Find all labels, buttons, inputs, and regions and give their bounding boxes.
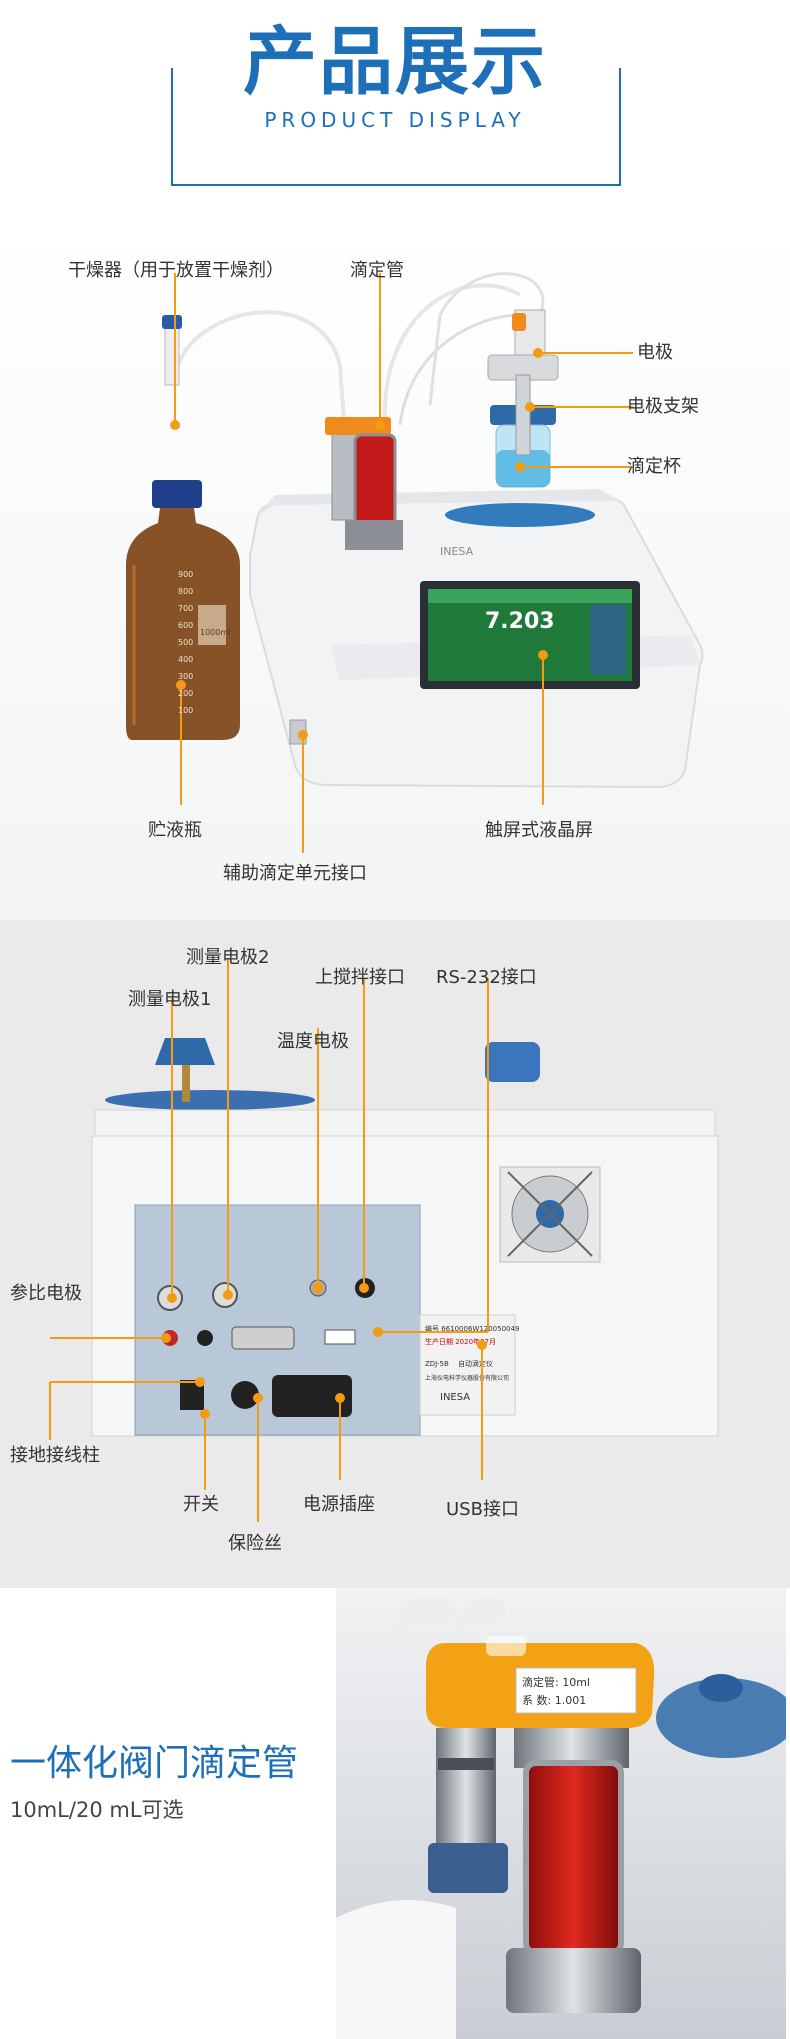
label-usb-port: USB接口 xyxy=(446,1499,519,1520)
feature-title: 一体化阀门滴定管 xyxy=(10,1743,299,1784)
burette-closeup-photo: 滴定管: 10ml 系 数: 1.001 xyxy=(336,1588,786,2039)
red-burette xyxy=(523,1760,624,1956)
product-overview-section: INESA 7.203 xyxy=(0,225,790,920)
bottle-graduation: 500 xyxy=(178,638,193,647)
burette-valve-cap xyxy=(325,417,391,435)
burette-label xyxy=(515,1667,637,1714)
burette-tube xyxy=(353,433,397,527)
label-reagent-bottle: 贮液瓶 xyxy=(148,820,202,841)
label-power-socket: 电源插座 xyxy=(303,1494,375,1515)
tube xyxy=(382,283,522,426)
bottle-graduation: 100 xyxy=(178,706,193,715)
label-temp-electrode: 温度电极 xyxy=(277,1031,349,1052)
stirrer-disc xyxy=(105,1090,315,1110)
bottle-graduation: 600 xyxy=(178,621,193,630)
reagent-bottle xyxy=(126,508,240,740)
bottle-graduation: 900 xyxy=(178,570,193,579)
tube xyxy=(428,272,545,406)
fuse-holder xyxy=(231,1381,259,1409)
instrument-logo: INESA xyxy=(440,545,474,558)
label-rs232-port: RS-232接口 xyxy=(436,967,537,988)
nameplate-model-name: 自动滴定仪 xyxy=(458,1359,493,1368)
bottle-graduation: 800 xyxy=(178,587,193,596)
label-ground-post: 接地接线柱 xyxy=(10,1445,100,1466)
burette-base xyxy=(345,520,403,550)
bottle-cap xyxy=(152,480,202,508)
electrode-cap xyxy=(512,313,526,331)
product-overview-illustration: INESA 7.203 xyxy=(126,272,704,853)
label-touchscreen: 触屏式液晶屏 xyxy=(485,820,593,841)
label-burette: 滴定管 xyxy=(350,260,404,281)
usb-connector xyxy=(324,1329,356,1345)
stirrer-plate xyxy=(445,503,595,527)
electrode-knob xyxy=(155,1038,215,1065)
nameplate-brand: INESA xyxy=(440,1392,470,1403)
rear-panel-illustration: 编号 6610006W120050049 生产日期 2020年07月 ZDJ-5… xyxy=(49,958,719,1522)
burette-label-line1: 滴定管: 10ml xyxy=(522,1675,590,1689)
nameplate-maker: 上海仪电科学仪器股份有限公司 xyxy=(425,1374,509,1382)
screen-reading: 7.203 xyxy=(485,609,555,634)
page-title: 产品展示 xyxy=(243,19,547,105)
rs232-connector xyxy=(231,1326,295,1350)
tube xyxy=(176,310,347,436)
tube xyxy=(398,313,521,426)
label-fuse: 保险丝 xyxy=(228,1533,282,1554)
bottle-graduation: 200 xyxy=(178,689,193,698)
label-electrode-holder: 电极支架 xyxy=(627,396,699,417)
header: 产品展示 PRODUCT DISPLAY xyxy=(0,0,790,225)
bottle-graduation: 700 xyxy=(178,604,193,613)
label-measure-electrode-1: 测量电极1 xyxy=(128,989,212,1010)
label-measure-electrode-2: 测量电极2 xyxy=(186,947,270,968)
callout-lines xyxy=(170,273,633,853)
bottle-graduation: 400 xyxy=(178,655,193,664)
label-switch: 开关 xyxy=(183,1494,219,1515)
bottle-graduation: 300 xyxy=(178,672,193,681)
ground-post-jack xyxy=(197,1330,213,1346)
feature-subtitle: 10mL/20 mL可选 xyxy=(10,1798,184,1822)
label-ref-electrode: 参比电极 xyxy=(10,1283,82,1304)
page-subtitle: PRODUCT DISPLAY xyxy=(264,108,526,132)
nameplate-model: ZDJ-5B xyxy=(425,1360,449,1368)
desiccator-tube xyxy=(164,324,180,386)
burette-label-line2: 系 数: 1.001 xyxy=(522,1694,586,1707)
rear-panel-section: 编号 6610006W120050049 生产日期 2020年07月 ZDJ-5… xyxy=(0,920,790,1588)
nameplate-serial: 编号 6610006W120050049 xyxy=(425,1324,519,1333)
burette-feature-section: 一体化阀门滴定管 10mL/20 mL可选 xyxy=(0,1588,790,2039)
label-desiccator: 干燥器（用于放置干燥剂） xyxy=(68,260,284,281)
desiccator-cap xyxy=(162,315,182,329)
label-titration-cup: 滴定杯 xyxy=(627,456,681,477)
label-stirrer-port: 上搅拌接口 xyxy=(315,967,405,988)
label-aux-port: 辅助滴定单元接口 xyxy=(223,863,367,884)
label-electrode: 电极 xyxy=(637,342,673,363)
power-socket xyxy=(272,1375,352,1417)
left-burette xyxy=(436,1728,496,1848)
nameplate-date: 生产日期 2020年07月 xyxy=(425,1337,496,1346)
bottle-volume-label: 1000ml xyxy=(200,628,230,637)
header-frame xyxy=(171,68,621,186)
burette-base xyxy=(506,1948,641,2013)
callout-lines xyxy=(49,958,489,1522)
burette-cap xyxy=(485,1042,540,1082)
